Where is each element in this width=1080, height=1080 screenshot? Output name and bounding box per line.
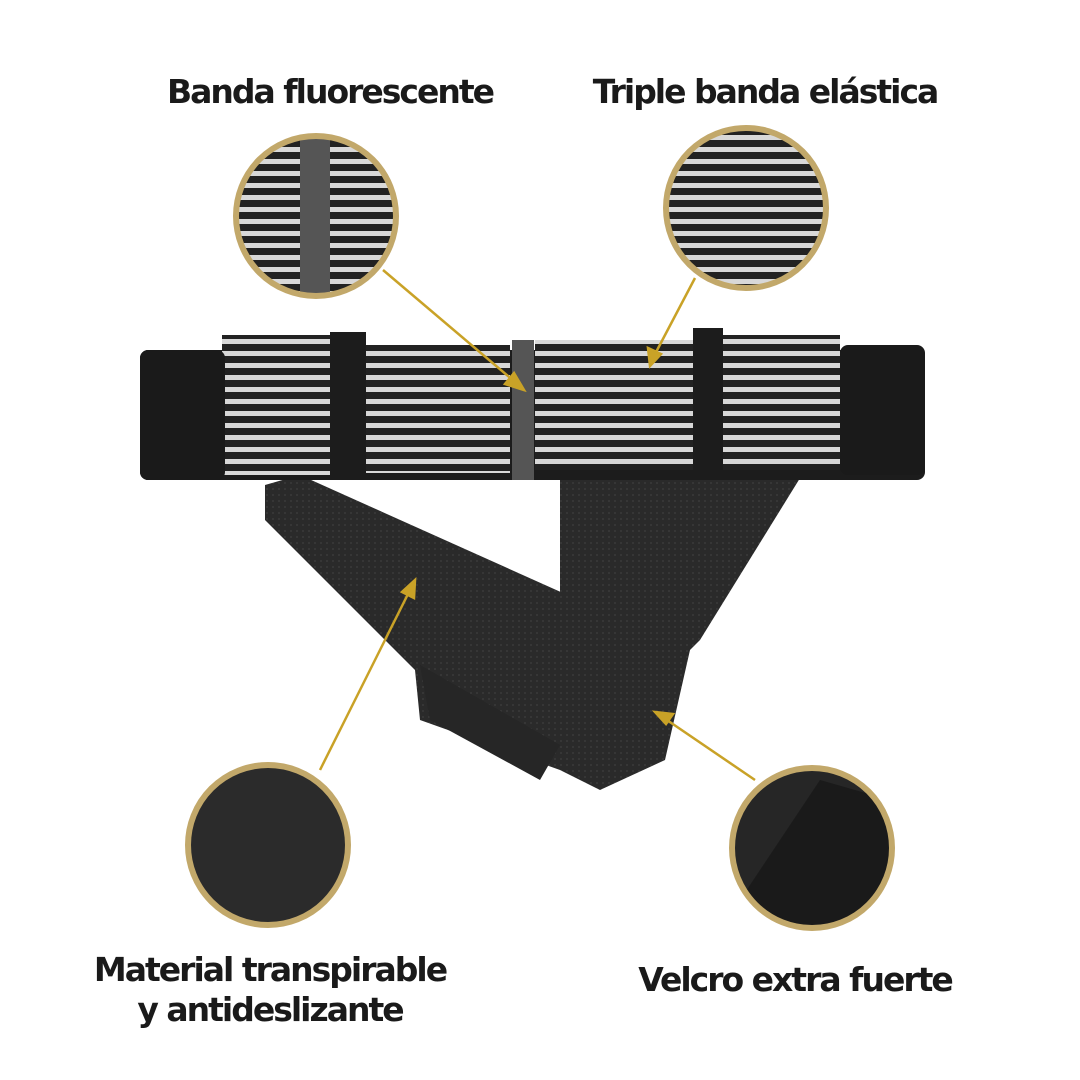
arrow-velcro <box>663 716 756 782</box>
arrow-material <box>318 589 412 771</box>
detail-circle-fluorescent <box>233 133 399 299</box>
strap-left <box>265 475 690 790</box>
belt-main <box>140 328 925 480</box>
label-material-line2: y antideslizante <box>137 990 404 1029</box>
label-material-line1: Material transpirable <box>93 950 448 989</box>
label-material: Material transpirable y antideslizante <box>90 950 450 1030</box>
label-triple-band: Triple banda elástica <box>592 72 940 111</box>
arrow-triple-band <box>652 277 697 357</box>
label-fluorescent-band: Banda fluorescente <box>166 72 495 111</box>
detail-circle-triple-band <box>663 125 829 291</box>
detail-circle-velcro <box>729 765 895 931</box>
label-velcro: Velcro extra fuerte <box>638 960 954 999</box>
arrow-fluorescent <box>382 269 516 383</box>
detail-circle-material <box>185 762 351 928</box>
